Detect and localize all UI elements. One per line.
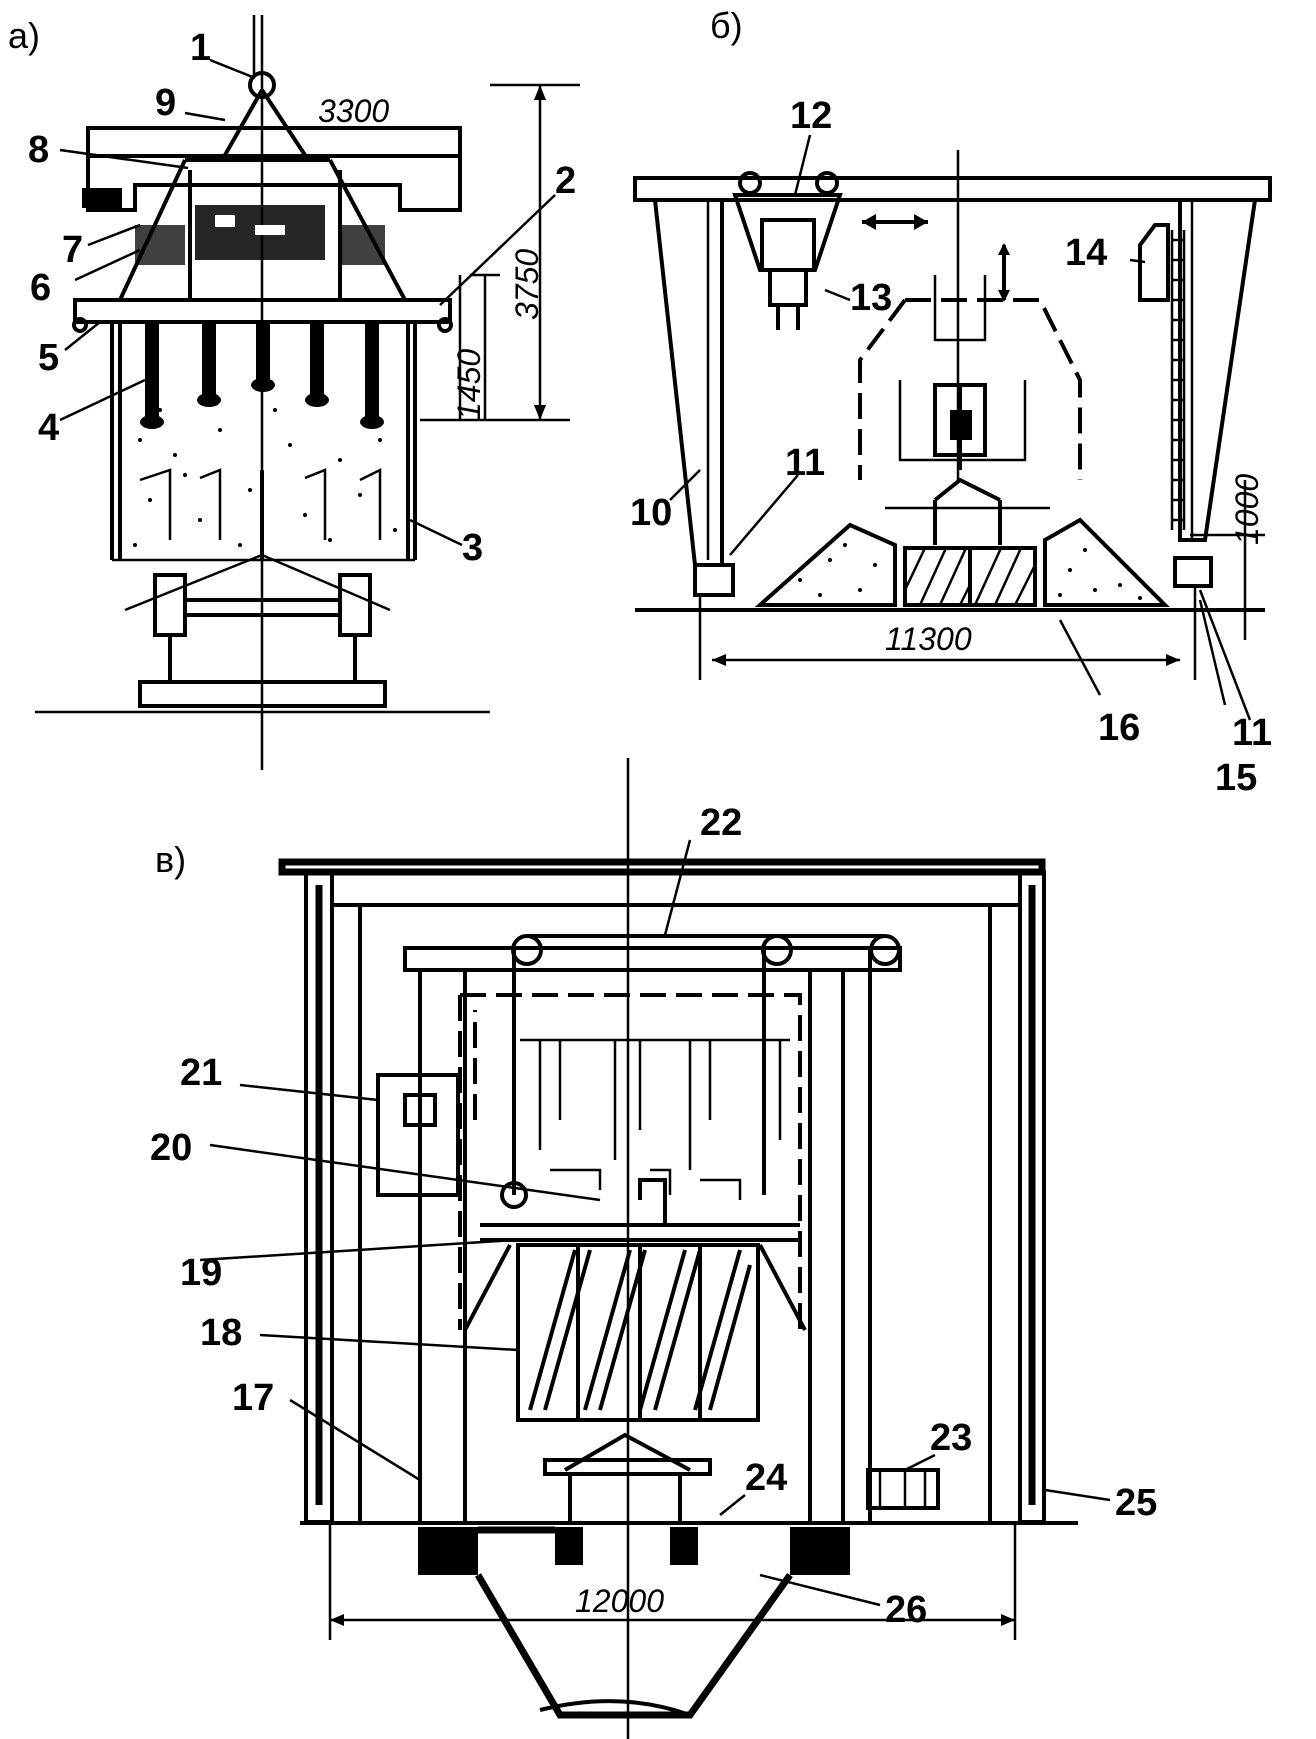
callout-18: 18 xyxy=(200,1312,242,1354)
dimension-11300: 11300 xyxy=(885,621,972,657)
callout-24: 24 xyxy=(745,1457,787,1499)
ladder-rungs xyxy=(1172,238,1184,522)
panel-b-drawing xyxy=(633,134,1272,721)
dimension-3300: 3300 xyxy=(318,93,389,129)
panel-b-label: б) xyxy=(710,5,743,46)
callout-19: 19 xyxy=(180,1252,222,1294)
callout-22: 22 xyxy=(700,802,742,844)
callout-10: 10 xyxy=(630,492,672,534)
callout-13: 13 xyxy=(850,277,892,319)
panel-a-drawing xyxy=(35,15,580,770)
callout-25: 25 xyxy=(1115,1482,1157,1524)
dimension-1000: 1000 xyxy=(1229,474,1265,545)
callout-6: 6 xyxy=(30,267,51,309)
callout-17: 17 xyxy=(232,1377,274,1419)
panel-v-drawing xyxy=(199,758,1111,1739)
panel-v-label: в) xyxy=(155,839,186,880)
callout-16: 16 xyxy=(1098,707,1140,749)
callout-2: 2 xyxy=(555,160,576,202)
dimension-3750: 3750 xyxy=(509,249,545,320)
callout-20: 20 xyxy=(150,1127,192,1169)
callout-5: 5 xyxy=(38,337,59,379)
callout-1: 1 xyxy=(190,27,211,69)
callout-8: 8 xyxy=(28,129,49,171)
callout-9: 9 xyxy=(155,82,176,124)
callout-26: 26 xyxy=(885,1589,927,1631)
callout-12: 12 xyxy=(790,95,832,137)
callout-3: 3 xyxy=(462,527,483,569)
callout-11: 11 xyxy=(785,442,825,484)
dimension-12000: 12000 xyxy=(575,1583,664,1619)
callout-14: 14 xyxy=(1065,232,1107,274)
callout-11-second: 11 xyxy=(1232,712,1272,754)
callout-7: 7 xyxy=(62,229,83,271)
panel-a-label: а) xyxy=(8,15,40,56)
dimension-1450: 1450 xyxy=(451,349,487,420)
callout-4: 4 xyxy=(38,407,59,449)
callout-15: 15 xyxy=(1215,757,1257,799)
callout-23: 23 xyxy=(930,1417,972,1459)
callout-21: 21 xyxy=(180,1052,222,1094)
